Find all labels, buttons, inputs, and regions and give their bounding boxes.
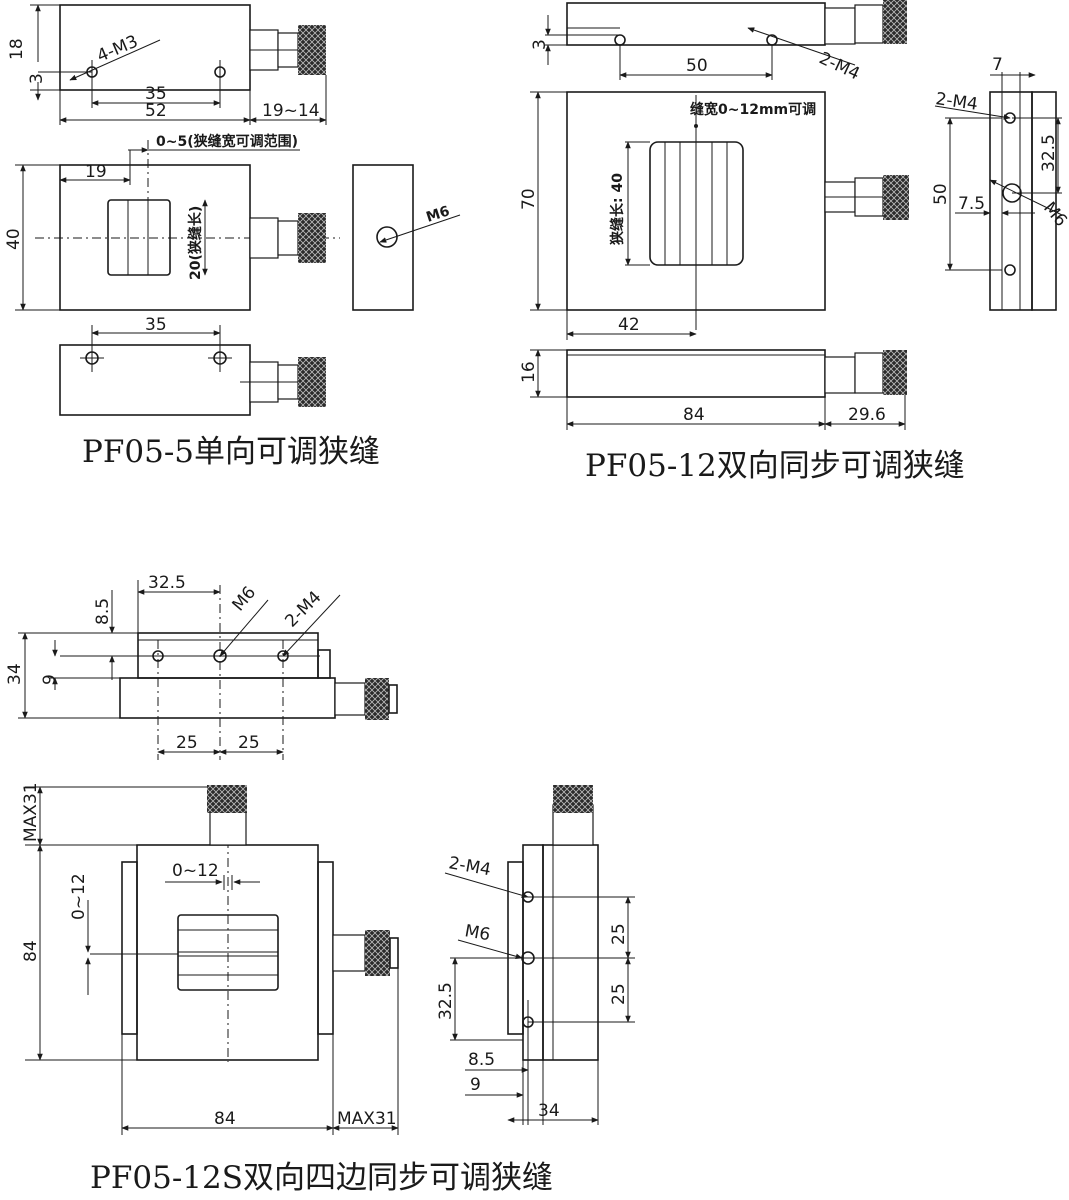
micrometer-knob-icon [298,25,326,75]
dim-a: 25 [609,923,629,945]
caption-pf05-12: PF05-12双向同步可调狭缝 [585,448,965,484]
pf05-12s-top-view: 32.5 8.5 M6 2-M4 34 9 25 25 [5,573,398,760]
thread-label: M6 [229,583,261,615]
dim-offset: 42 [618,315,640,335]
pf05-5-front-view: 0~5(狭缝宽可调范围) 19 40 20(狭缝长) [4,133,340,311]
dim-a: 8.5 [93,598,113,625]
dim-screw: 2-M4 [816,48,863,84]
pf05-12s-side-view: 2-M4 M6 25 25 32.5 8.5 9 34 [436,785,635,1125]
dim-height: 70 [519,188,539,210]
micrometer-knob-icon [365,930,390,976]
dim-offset: 19 [85,162,107,182]
dim-pitch: 35 [145,84,167,104]
micrometer-knob-icon [883,175,909,220]
micrometer-knob-icon [207,785,247,813]
micrometer-knob-icon [553,785,593,813]
caption-pf05-12s: PF05-12S双向四边同步可调狭缝 [90,1160,553,1196]
dim-b: 9 [40,674,60,685]
pf05-12-front-view: 缝宽0~12mm可调 狭缝长: 40 70 42 [519,91,909,340]
micrometer-knob-icon [883,350,907,395]
dim-height: 16 [519,361,539,383]
caption-pf05-5: PF05-5单向可调狭缝 [82,434,380,470]
dim-screw: 2-M4 [281,587,325,631]
m6-hole [376,226,398,248]
dim-offset: 3 [27,73,47,84]
dim-pitch: 35 [145,315,167,335]
dim-height: 50 [931,183,951,205]
slit-length-label: 20(狭缝长) [187,206,204,280]
dim-gap-h: 0~12 [172,861,219,881]
pf05-12-top-view: 3 50 2-M4 [530,0,907,84]
dim-screw: 2-M4 [447,853,492,880]
pf05-5-bottom-view: 35 [59,315,326,416]
dim-max-top: MAX31 [21,782,41,842]
dim-d: 25 [238,733,260,753]
dim-pitch: 50 [686,56,708,76]
thread-label: M6 [424,203,451,226]
dim-c: 25 [176,733,198,753]
dim-height: 84 [21,940,41,962]
dim-height: 18 [7,38,27,60]
dim-height: 34 [5,663,25,685]
thread-label: M6 [463,921,492,945]
dim-width: 84 [214,1109,236,1129]
dim-b: 25 [609,983,629,1005]
slit-length-label: 狭缝长: 40 [609,173,626,246]
dim-c: 32.5 [436,982,456,1020]
dim-pitch: 32.5 [148,573,186,593]
dim-travel: 19~14 [262,101,320,121]
micrometer-knob-icon [298,213,326,263]
pf05-5-side-view: M6 [352,164,461,311]
slit-range-label: 0~5(狭缝宽可调范围) [156,133,298,150]
pf05-12s-front-view: MAX31 0~12 0~12 84 84 MAX31 [21,782,399,1135]
dim-ext: 29.6 [848,405,886,425]
dim-screw: 4-M3 [94,32,141,67]
dim-d: 8.5 [468,1050,495,1070]
dim-b: 32.5 [1039,134,1059,172]
screw-hole [614,34,626,46]
micrometer-knob-icon [365,678,389,720]
dim-width: 34 [538,1101,560,1121]
thread-label: M6 [1039,198,1069,230]
dim-offset: 3 [530,39,550,50]
dim-a: 7 [992,55,1003,75]
micrometer-knob-icon [883,0,907,44]
dim-e: 9 [470,1075,481,1095]
dim-max-right: MAX31 [337,1109,397,1129]
pf05-5-top-view: 18 3 4-M3 35 52 19~14 [7,4,327,125]
dim-gap-v: 0~12 [69,873,89,920]
dim-height: 40 [4,228,24,250]
pf05-12-side-view: 7 2-M4 32.5 50 7.5 M6 [931,55,1069,311]
micrometer-knob-icon [298,357,326,407]
slit-width-label: 缝宽0~12mm可调 [690,101,816,118]
dim-width: 84 [683,405,705,425]
screw-hole [1004,264,1016,276]
pf05-12-bottom-view: 16 84 29.6 [519,349,907,430]
dim-screw: 2-M4 [934,89,979,115]
dim-c: 7.5 [958,194,985,214]
dim-width: 52 [145,101,167,121]
